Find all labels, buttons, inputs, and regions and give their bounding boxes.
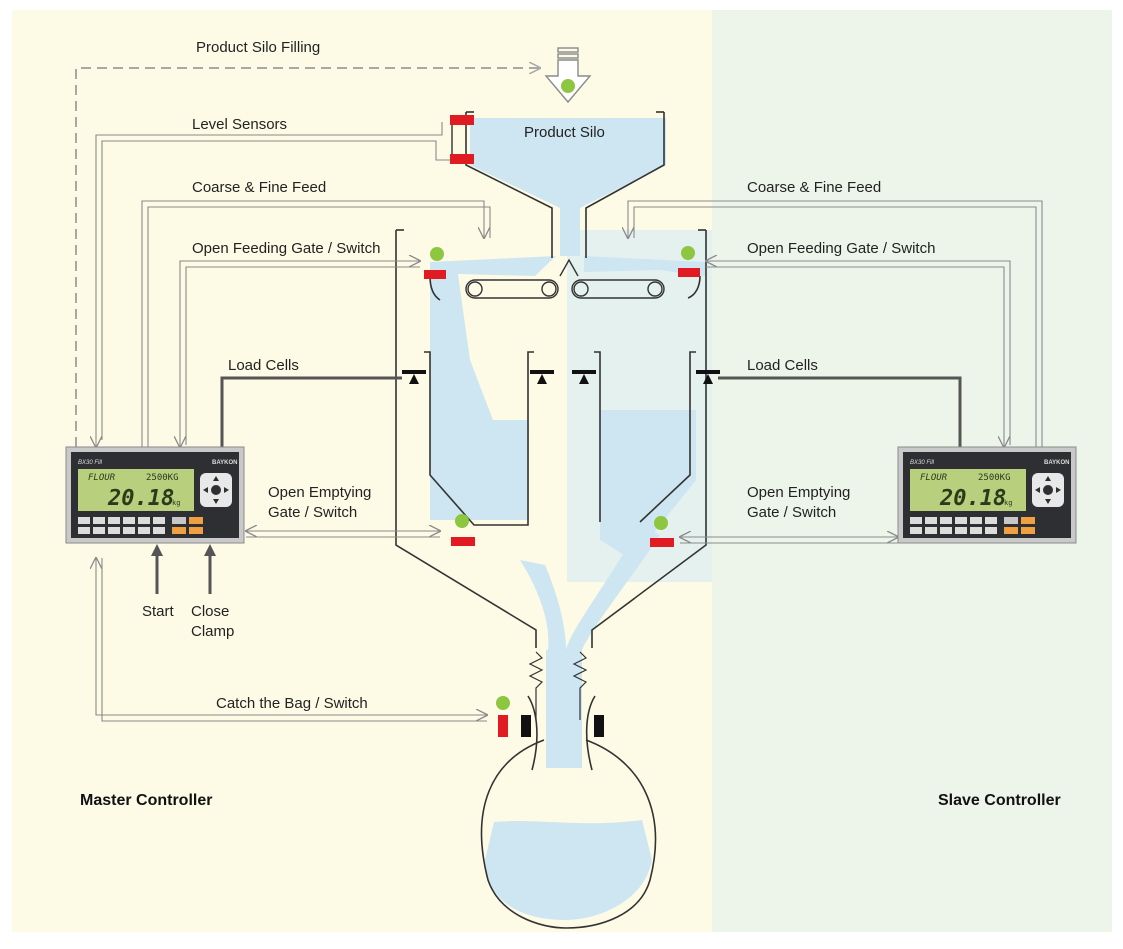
slave-controller-device: BX30 Fill BAYKON FLOUR 2500KG 20.18 kg — [897, 446, 1077, 544]
feeding-gate-sensor-left — [424, 270, 446, 279]
device-model: BX30 Fill — [78, 460, 103, 466]
label-coarse-fine-right: Coarse & Fine Feed — [747, 179, 881, 196]
start-arrow-icon — [151, 544, 163, 594]
emptying-gate-sensor-right — [650, 538, 674, 547]
load-cell-line-slave — [718, 376, 962, 447]
bag-clamp — [527, 695, 596, 771]
lcd-unit: kg — [1004, 499, 1012, 507]
lcd-target: 2500KG — [978, 473, 1011, 483]
feeding-gate-indicator-left — [430, 247, 444, 261]
load-cell-line-master — [220, 376, 402, 447]
level-sensor-low — [450, 154, 474, 164]
feeding-gate-right — [687, 275, 701, 299]
slave-connections — [628, 200, 1043, 544]
label-close-2: Clamp — [191, 623, 234, 640]
lcd-product: FLOUR — [88, 473, 116, 483]
label-close-1: Close — [191, 603, 229, 620]
device-brand: BAYKON — [1044, 460, 1069, 466]
feeding-gate-indicator-right — [681, 246, 695, 260]
bag-clamp-jaw-right — [594, 715, 604, 737]
close-clamp-arrow-icon — [204, 544, 216, 594]
label-open-feeding-right: Open Feeding Gate / Switch — [747, 240, 935, 257]
lcd-display — [910, 469, 1026, 511]
emptying-gate-indicator-left — [455, 514, 469, 528]
bag-clamp-sensor — [498, 715, 508, 737]
feed-conveyor-right — [571, 279, 665, 299]
emptying-gate-sensor-left — [451, 537, 475, 546]
inlet-indicator-icon — [561, 79, 575, 93]
label-slave-controller: Slave Controller — [938, 792, 1061, 809]
emptying-gate-indicator-right — [654, 516, 668, 530]
label-open-emptying-left-2: Gate / Switch — [268, 504, 357, 521]
product-silo-outline — [465, 112, 665, 258]
feeding-gate-sensor-right — [678, 268, 700, 277]
load-cell-icon — [402, 370, 720, 384]
master-controller-device: BX30 Fill BAYKON FLOUR 2500KG 20.18 kg — [65, 446, 245, 544]
flow-divider — [559, 258, 579, 277]
spout-spring-right — [572, 651, 588, 720]
nav-pad-icon[interactable] — [200, 473, 232, 507]
lcd-target: 2500KG — [146, 473, 179, 483]
lcd-weight: 20.18 — [107, 486, 174, 511]
level-sensor-high — [450, 115, 474, 125]
label-open-emptying-right-2: Gate / Switch — [747, 504, 836, 521]
silo-filling-dashed-line — [75, 68, 540, 447]
weigh-hopper-slave — [594, 351, 696, 523]
label-open-emptying-right-1: Open Emptying — [747, 484, 850, 501]
label-level-sensors: Level Sensors — [192, 116, 287, 133]
label-open-feeding-left: Open Feeding Gate / Switch — [192, 240, 380, 257]
label-coarse-fine-left: Coarse & Fine Feed — [192, 179, 326, 196]
bag-clamp-indicator — [496, 696, 510, 710]
label-load-cells-right: Load Cells — [747, 357, 818, 374]
lcd-display — [78, 469, 194, 511]
feed-conveyor-left — [465, 279, 559, 299]
label-product-silo: Product Silo — [524, 124, 605, 141]
product-flow — [430, 118, 705, 920]
label-start: Start — [142, 603, 175, 620]
keypad[interactable] — [910, 517, 1035, 534]
bag-clamp-jaw-left — [521, 715, 531, 737]
lcd-product: FLOUR — [920, 473, 948, 483]
label-catch-bag: Catch the Bag / Switch — [216, 695, 368, 712]
lcd-weight: 20.18 — [939, 486, 1006, 511]
label-master-controller: Master Controller — [80, 792, 212, 809]
label-open-emptying-left-1: Open Emptying — [268, 484, 371, 501]
label-product-silo-filling: Product Silo Filling — [196, 39, 320, 56]
device-brand: BAYKON — [212, 460, 237, 466]
lcd-unit: kg — [172, 499, 180, 507]
device-model: BX30 Fill — [910, 460, 935, 466]
nav-pad-icon[interactable] — [1032, 473, 1064, 507]
bag — [480, 739, 657, 929]
label-load-cells-left: Load Cells — [228, 357, 299, 374]
master-connections — [96, 122, 491, 722]
keypad[interactable] — [78, 517, 203, 534]
spout-spring-left — [528, 651, 544, 720]
weigh-hopper-master — [424, 351, 534, 526]
